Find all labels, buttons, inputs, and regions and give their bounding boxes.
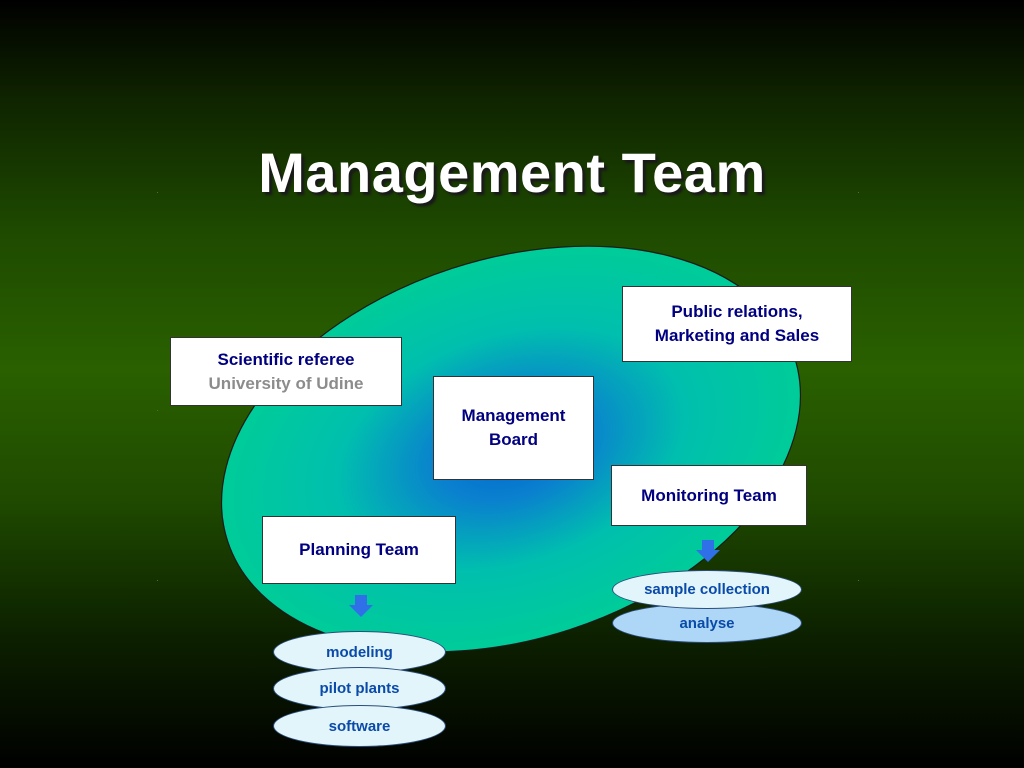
public-relations-label: Public relations, [671, 302, 803, 321]
monitoring-team-box: Monitoring Team [611, 465, 807, 526]
scientific-referee-label: Scientific referee [217, 349, 355, 369]
planning-team-box: Planning Team [262, 516, 456, 584]
monitoring-team-label: Monitoring Team [641, 485, 777, 505]
planning-item-modeling: modeling [273, 631, 446, 673]
slide-title: Management Team [258, 141, 766, 204]
management-board-box: Management Board [433, 376, 594, 480]
management-board-label-1: Management [461, 406, 566, 425]
management-board-label-2: Board [488, 430, 539, 449]
decor-dot [157, 580, 158, 581]
decor-dot [157, 192, 158, 193]
monitoring-item-sample-collection: sample collection [612, 570, 802, 609]
scientific-referee-box: Scientific referee University of Udine [170, 337, 402, 406]
arrow-down-icon [696, 540, 720, 562]
public-relations-box: Public relations, Marketing and Sales [622, 286, 852, 362]
planning-item-pilot-plants: pilot plants [273, 667, 446, 710]
arrow-down-icon [349, 595, 373, 617]
marketing-sales-label: Marketing and Sales [654, 326, 820, 345]
planning-team-label: Planning Team [299, 540, 419, 559]
decor-dot [858, 580, 859, 581]
decor-dot [858, 192, 859, 193]
monitoring-item-analyse: analyse [612, 603, 802, 643]
planning-item-software: software [273, 705, 446, 747]
decor-dot [157, 410, 158, 411]
university-label: University of Udine [208, 373, 364, 393]
